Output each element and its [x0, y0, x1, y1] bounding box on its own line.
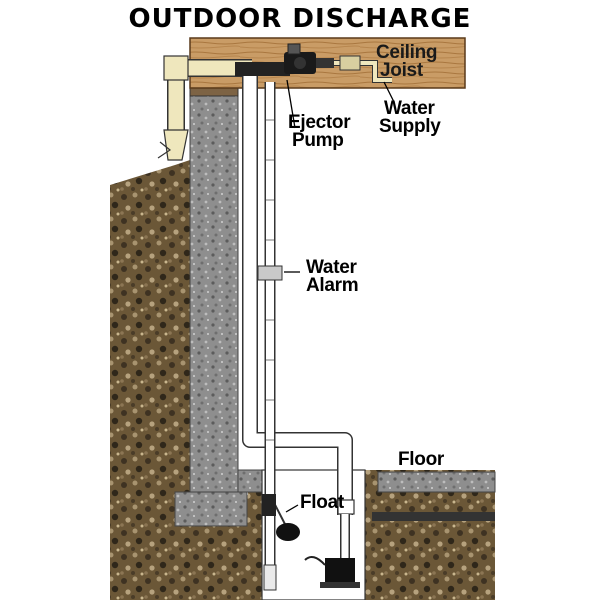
- sump-pump: [304, 555, 360, 588]
- water-alarm: [257, 265, 283, 281]
- soil-outside: [110, 160, 190, 600]
- leader-supply: [383, 81, 395, 103]
- label-pump: Pump: [292, 130, 344, 151]
- label-ceiling: Ceiling: [376, 42, 438, 63]
- foot-valve: [263, 564, 277, 591]
- label-water-alarm-1: Water: [306, 257, 357, 278]
- label-water-supply-1: Water: [384, 98, 435, 119]
- foundation-wall: [189, 95, 239, 497]
- leader-float: [285, 504, 299, 513]
- label-water-alarm-2: Alarm: [306, 275, 359, 296]
- floor-vapor-barrier: [372, 512, 495, 521]
- soil-right: [378, 470, 495, 600]
- ejector-pump: [284, 43, 334, 74]
- float-switch: [262, 494, 300, 541]
- label-floor: Floor: [398, 449, 444, 470]
- discharge-outlet: [163, 129, 189, 161]
- discharge-elbow: [163, 55, 189, 81]
- diagram-title: OUTDOOR DISCHARGE: [128, 4, 472, 34]
- label-water-supply-2: Supply: [379, 116, 441, 137]
- supply-valve: [339, 55, 361, 71]
- floor-slab-left: [237, 469, 263, 493]
- label-float: Float: [300, 492, 344, 513]
- label-joist: Joist: [380, 60, 423, 81]
- pump-connector: [235, 62, 290, 76]
- floor-slab: [377, 471, 496, 493]
- footing: [174, 491, 248, 527]
- pit-left-side: [248, 470, 262, 600]
- label-ejector: Ejector: [288, 112, 351, 133]
- pit-right-side: [365, 470, 382, 600]
- leader-ejector: [286, 79, 296, 129]
- ejector-pipe-ticks: [266, 119, 274, 441]
